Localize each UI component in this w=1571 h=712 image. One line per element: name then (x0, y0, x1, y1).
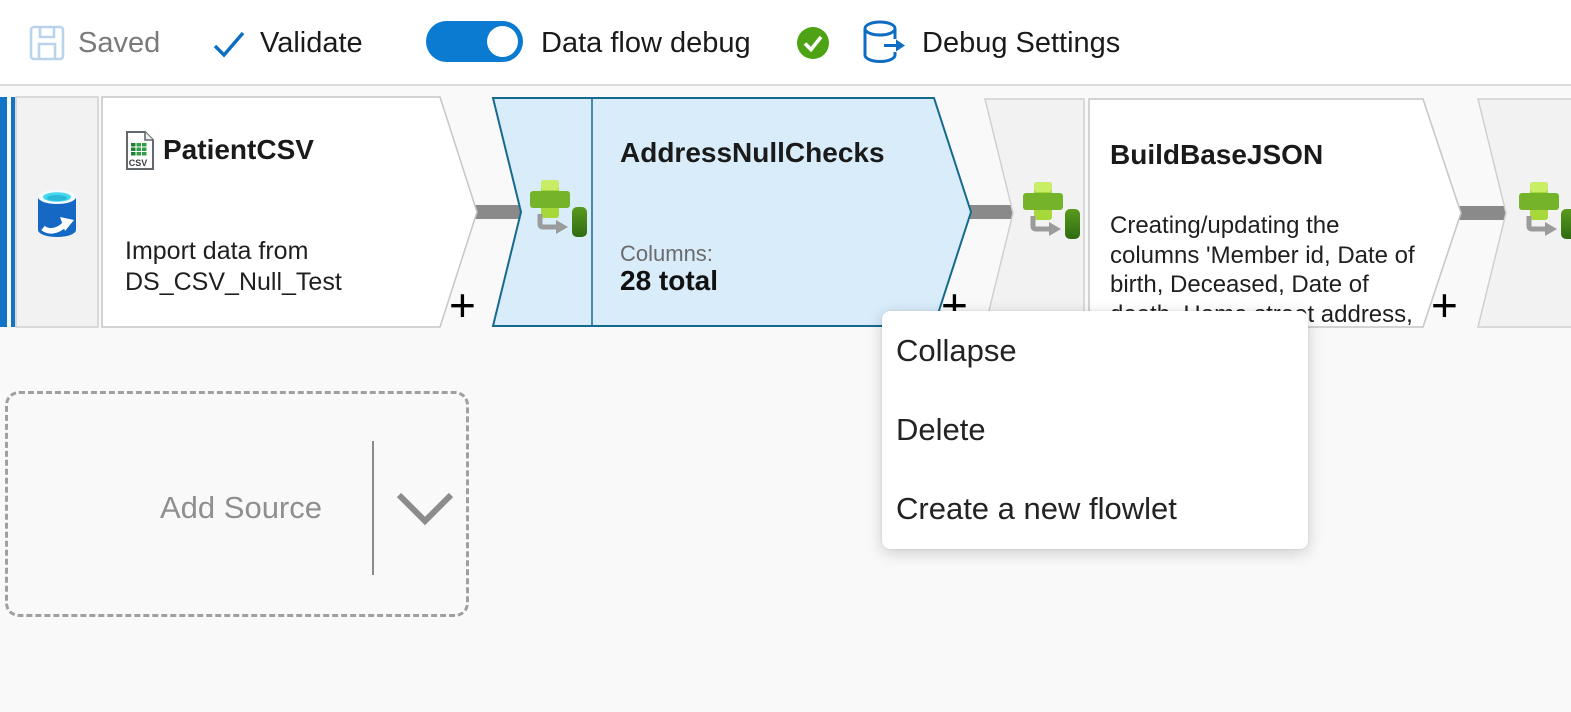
save-icon[interactable] (28, 24, 66, 62)
debug-settings-button[interactable]: Debug Settings (922, 27, 1121, 59)
toggle-knob (487, 26, 518, 57)
connector-1 (470, 205, 524, 219)
menu-item-create-flowlet[interactable]: Create a new flowlet (896, 491, 1177, 527)
add-source-label: Add Source (160, 490, 322, 525)
node-description-patientcsv: Import data from DS_CSV_Null_Test (125, 237, 342, 296)
derived-column-icon (1023, 182, 1080, 239)
node-buildbasejson-shape[interactable] (1088, 98, 1462, 328)
connector-2 (964, 205, 1016, 219)
svg-text:CSV: CSV (129, 158, 148, 168)
save-status-label: Saved (78, 27, 161, 59)
columns-label: Columns: (620, 241, 713, 266)
derived-column-icon (530, 180, 587, 237)
menu-item-collapse[interactable]: Collapse (896, 332, 1017, 368)
debug-settings-icon (863, 20, 905, 63)
menu-item-delete[interactable]: Delete (896, 411, 986, 447)
debug-status-ok-icon (797, 27, 829, 59)
validate-button[interactable]: Validate (260, 27, 363, 59)
canvas-left-stripe (0, 97, 7, 327)
add-transformation-button[interactable]: + (1431, 279, 1458, 331)
columns-count: 28 total (620, 265, 719, 296)
derived-column-icon (1519, 182, 1571, 239)
node-title-addressnullchecks: AddressNullChecks (620, 137, 885, 168)
canvas-left-stripe-thin (11, 97, 15, 327)
dataset-icon (38, 190, 76, 237)
connector-3 (1454, 206, 1508, 220)
add-source-button[interactable]: Add Source (5, 391, 469, 617)
node-title-patientcsv: PatientCSV (163, 134, 314, 165)
add-source-divider (372, 441, 374, 575)
add-transformation-button[interactable]: + (449, 279, 476, 331)
data-flow-debug-label: Data flow debug (541, 27, 751, 59)
chevron-down-icon[interactable] (396, 492, 454, 526)
node-patientcsv-shape[interactable] (101, 96, 478, 328)
node-partial-shape[interactable] (1477, 98, 1571, 328)
toolbar: Saved Validate Data flow debug Debug Set… (0, 0, 1571, 86)
node-title-buildbasejson: BuildBaseJSON (1110, 139, 1324, 170)
data-flow-debug-toggle[interactable] (426, 21, 523, 62)
validate-check-icon (213, 31, 245, 58)
node-context-menu: Collapse Delete Create a new flowlet (882, 311, 1308, 549)
csv-file-icon: CSV (126, 131, 154, 170)
